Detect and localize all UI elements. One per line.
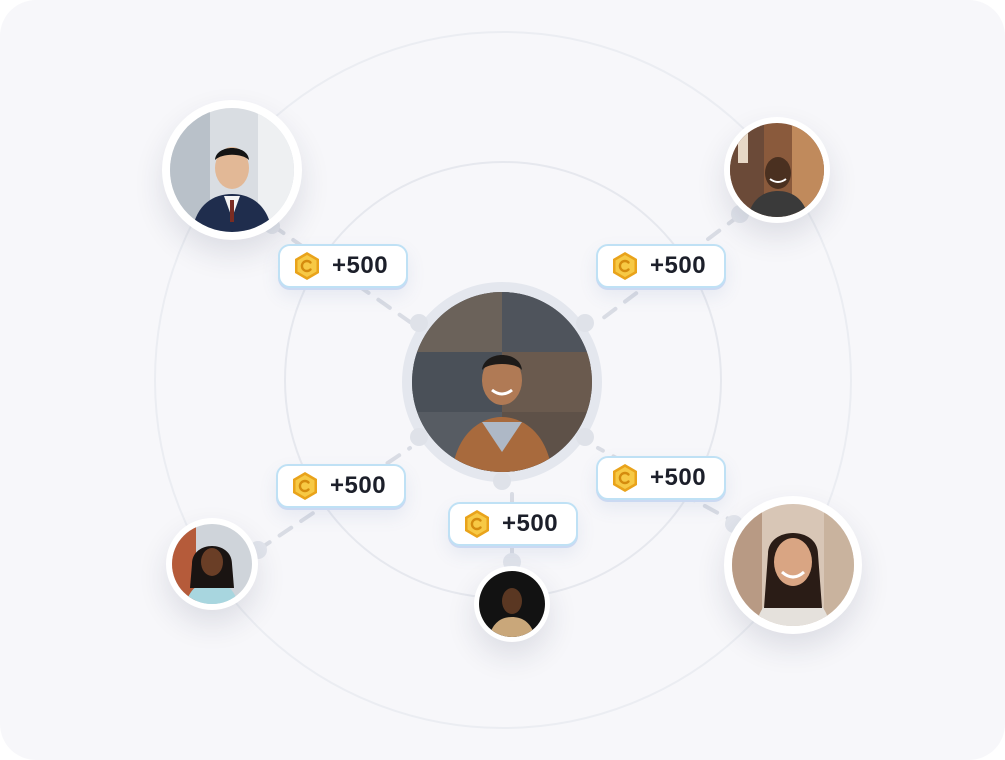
reward-badge-bottom-right: +500 [596, 456, 726, 500]
reward-badge-bottom-left: +500 [276, 464, 406, 508]
reward-amount: +500 [330, 472, 387, 499]
user-photo [170, 108, 294, 232]
avatar-bottom-left [166, 518, 258, 610]
reward-amount: +500 [650, 252, 707, 279]
reward-amount: +500 [332, 252, 389, 279]
user-photo [730, 123, 824, 217]
gold-coin-icon [293, 472, 317, 500]
reward-badge-top-right: +500 [596, 244, 726, 288]
gold-coin-icon [295, 252, 319, 280]
avatar-top-right [724, 117, 830, 223]
reward-badge-bottom: +500 [448, 502, 578, 546]
avatar-bottom-center [474, 566, 550, 642]
reward-amount: +500 [650, 464, 707, 491]
user-photo [732, 504, 854, 626]
reward-amount: +500 [502, 510, 559, 537]
center-user-photo [412, 292, 592, 472]
gold-coin-icon [613, 252, 637, 280]
reward-badge-top-left: +500 [278, 244, 408, 288]
avatar-bottom-right [724, 496, 862, 634]
gold-coin-icon [465, 510, 489, 538]
user-photo [479, 571, 545, 637]
avatar-top-left [162, 100, 302, 240]
user-photo [172, 524, 252, 604]
gold-coin-icon [613, 464, 637, 492]
center-user-avatar [402, 282, 602, 490]
